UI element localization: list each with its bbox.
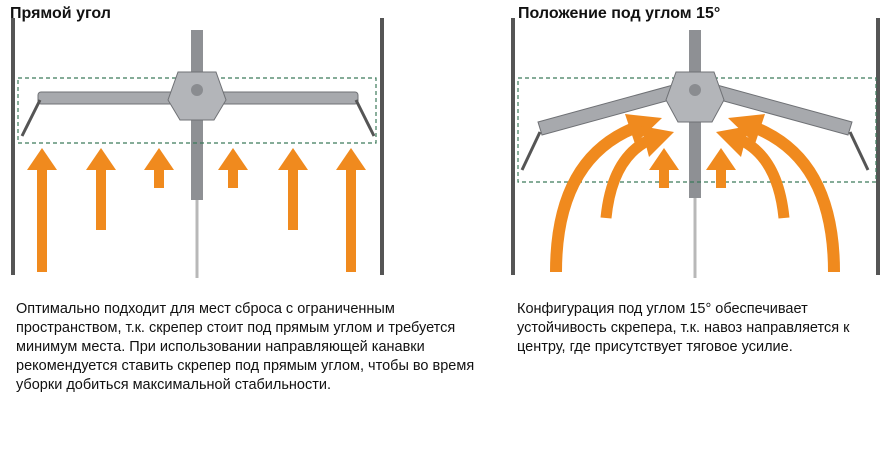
curved-arrow-icon — [600, 126, 674, 219]
description-right-angle: Оптимально подходит для мест сброса с ог… — [16, 301, 475, 393]
arrow-icon — [336, 148, 366, 272]
scraper-15-degree — [520, 71, 870, 171]
curved-arrow-icon — [728, 114, 840, 273]
arrow-icon — [706, 148, 736, 188]
flow-arrows — [550, 114, 840, 273]
arrow-icon — [144, 148, 174, 188]
curved-arrow-icon — [716, 126, 790, 219]
flow-arrows — [27, 148, 366, 272]
description-15-degree: Конфигурация под углом 15° обеспечивает … — [517, 301, 850, 355]
angle-15-diagram — [511, 18, 880, 278]
scraper-right-angle — [20, 71, 376, 137]
arrow-icon — [649, 148, 679, 188]
arrow-icon — [218, 148, 248, 188]
title-right-angle: Прямой угол — [10, 5, 111, 22]
arrow-icon — [86, 148, 116, 230]
arrow-icon — [27, 148, 57, 272]
title-15-degree: Положение под углом 15° — [518, 5, 721, 22]
right-angle-diagram — [11, 18, 384, 278]
arrow-icon — [278, 148, 308, 230]
channel-walls — [11, 18, 384, 275]
channel-walls — [511, 18, 880, 275]
